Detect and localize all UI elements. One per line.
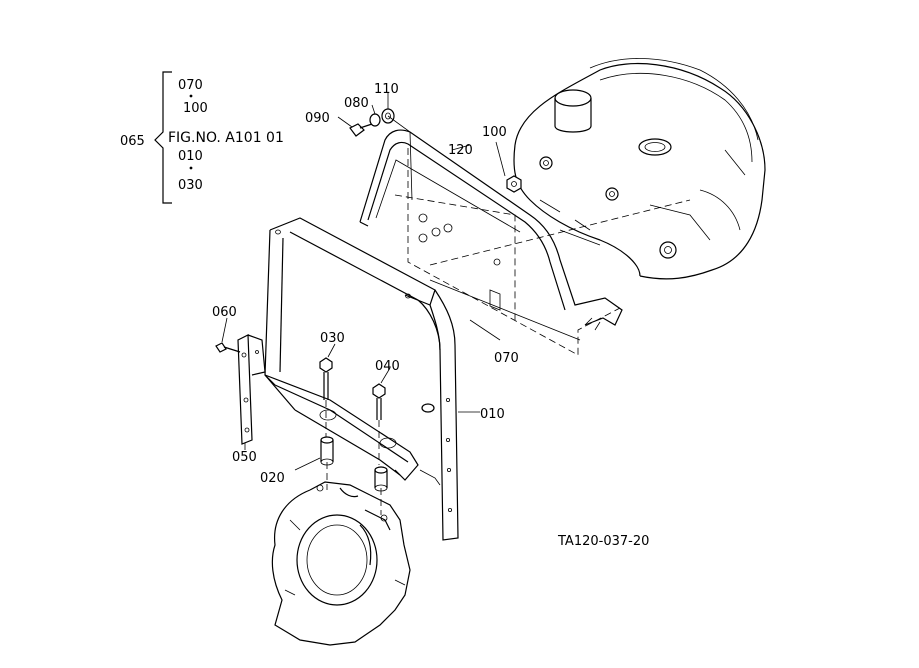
frame-010 xyxy=(264,217,459,541)
label-090: 090 xyxy=(305,111,330,126)
bolt-060 xyxy=(215,342,241,353)
washer-080 xyxy=(369,113,381,127)
bolt-030 xyxy=(319,357,333,440)
spacer-020 xyxy=(320,436,388,515)
part-labels: 090 080 110 120 100 060 030 040 070 010 … xyxy=(212,82,519,486)
label-120: 120 xyxy=(448,143,473,158)
group-item-100: 100 xyxy=(183,101,208,116)
drawing-code: TA120-037-20 xyxy=(557,534,649,549)
group-item-070: 070 xyxy=(178,78,203,93)
label-010: 010 xyxy=(480,407,505,422)
label-040: 040 xyxy=(375,359,400,374)
label-030: 030 xyxy=(320,331,345,346)
engine-block-illustration xyxy=(513,58,766,280)
flywheel-housing-illustration xyxy=(271,481,411,646)
label-050: 050 xyxy=(232,450,257,465)
label-110: 110 xyxy=(374,82,399,97)
bracket-120 xyxy=(359,129,623,331)
label-080: 080 xyxy=(344,96,369,111)
leader-lines xyxy=(221,92,506,471)
group-id-label: 065 xyxy=(120,134,145,149)
nut-100 xyxy=(506,175,522,193)
group-item-figure-ref: FIG.NO. A101 01 xyxy=(168,130,284,146)
label-070: 070 xyxy=(494,351,519,366)
group-bracket-065: 065 070 100 FIG.NO. A101 01 010 030 xyxy=(120,71,284,204)
side-bracket-050 xyxy=(237,334,266,445)
label-020: 020 xyxy=(260,471,285,486)
label-060: 060 xyxy=(212,305,237,320)
rear-plate-070 xyxy=(394,148,691,356)
label-100: 100 xyxy=(482,125,507,140)
bolt-040 xyxy=(372,383,386,465)
group-item-030: 030 xyxy=(178,178,203,193)
group-item-010: 010 xyxy=(178,149,203,164)
fastener-090-bolt xyxy=(349,123,373,137)
